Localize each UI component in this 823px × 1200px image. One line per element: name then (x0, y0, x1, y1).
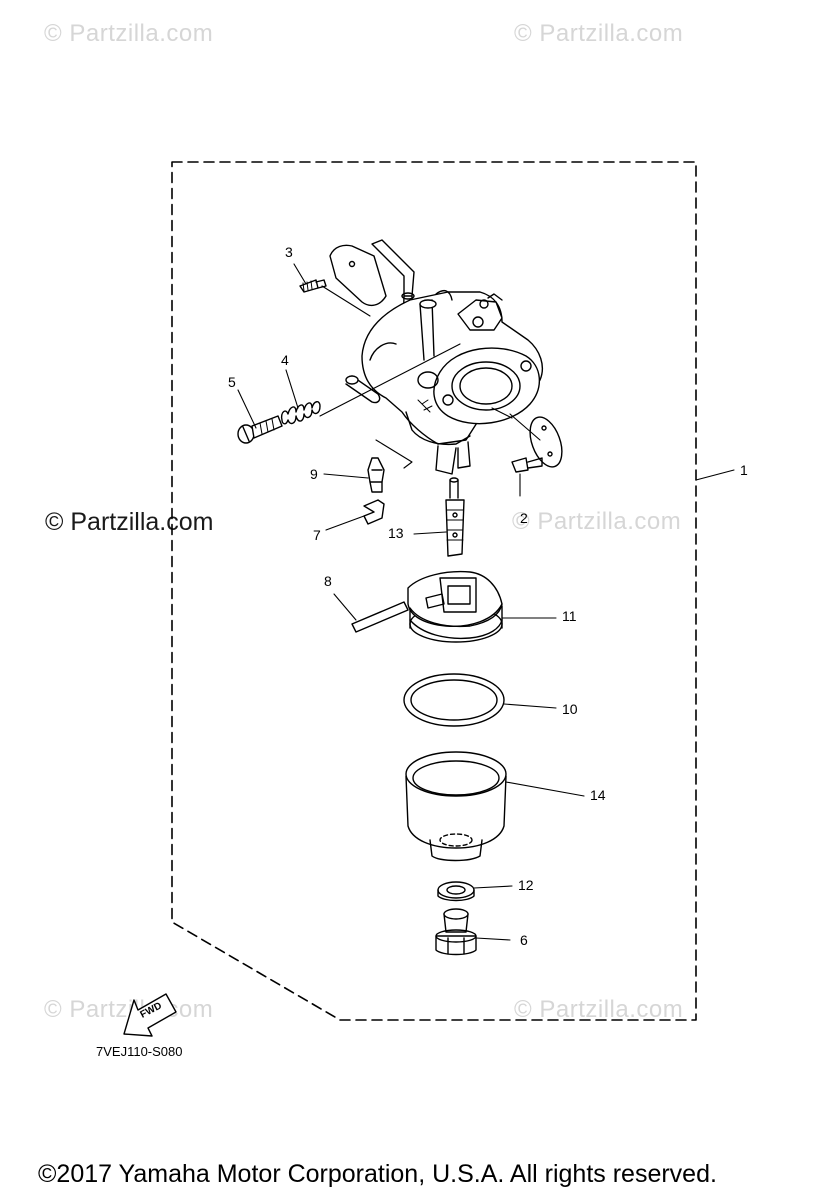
part-2-plate (511, 416, 563, 473)
callout-6: 6 (520, 932, 528, 948)
callout-2: 2 (520, 510, 528, 526)
part-12-washer (437, 881, 475, 902)
copyright-notice: ©2017 Yamaha Motor Corporation, U.S.A. A… (38, 1160, 717, 1188)
part-11-float (407, 570, 503, 643)
callout-3: 3 (285, 244, 293, 260)
watermark-top-right: © Partzilla.com (514, 20, 684, 47)
watermark-mid-left: © Partzilla.com (45, 508, 214, 536)
callout-5: 5 (228, 374, 236, 390)
part-10-gasket (403, 673, 505, 727)
part-5-idle-screw (237, 415, 283, 444)
watermark-bottom-right: © Partzilla.com (514, 996, 684, 1023)
callout-7: 7 (313, 527, 321, 543)
watermark-top-left: © Partzilla.com (44, 20, 214, 47)
carburetor-body (329, 239, 544, 475)
callout-13: 13 (388, 525, 404, 541)
assembly-boundary (171, 161, 697, 1021)
callout-4: 4 (281, 352, 289, 368)
callout-8: 8 (324, 573, 332, 589)
callout-1: 1 (740, 462, 748, 478)
callout-14: 14 (590, 787, 606, 803)
callout-11: 11 (562, 608, 577, 624)
part-9-needle (367, 457, 385, 493)
part-4-spring (280, 401, 321, 425)
part-7-clip (363, 499, 385, 525)
callout-12: 12 (518, 877, 534, 893)
callout-9: 9 (310, 466, 318, 482)
part-6-bolt (435, 908, 477, 956)
leader-lines (237, 263, 735, 941)
part-3-screw (299, 279, 327, 293)
callout-10: 10 (562, 701, 578, 717)
part-13-nozzle (445, 477, 465, 557)
drawing-code: 7VEJ110-S080 (96, 1044, 183, 1059)
part-8-pin (351, 601, 409, 633)
fwd-arrow (123, 993, 177, 1037)
watermark-mid-right: © Partzilla.com (512, 508, 682, 535)
part-14-bowl (405, 751, 507, 862)
